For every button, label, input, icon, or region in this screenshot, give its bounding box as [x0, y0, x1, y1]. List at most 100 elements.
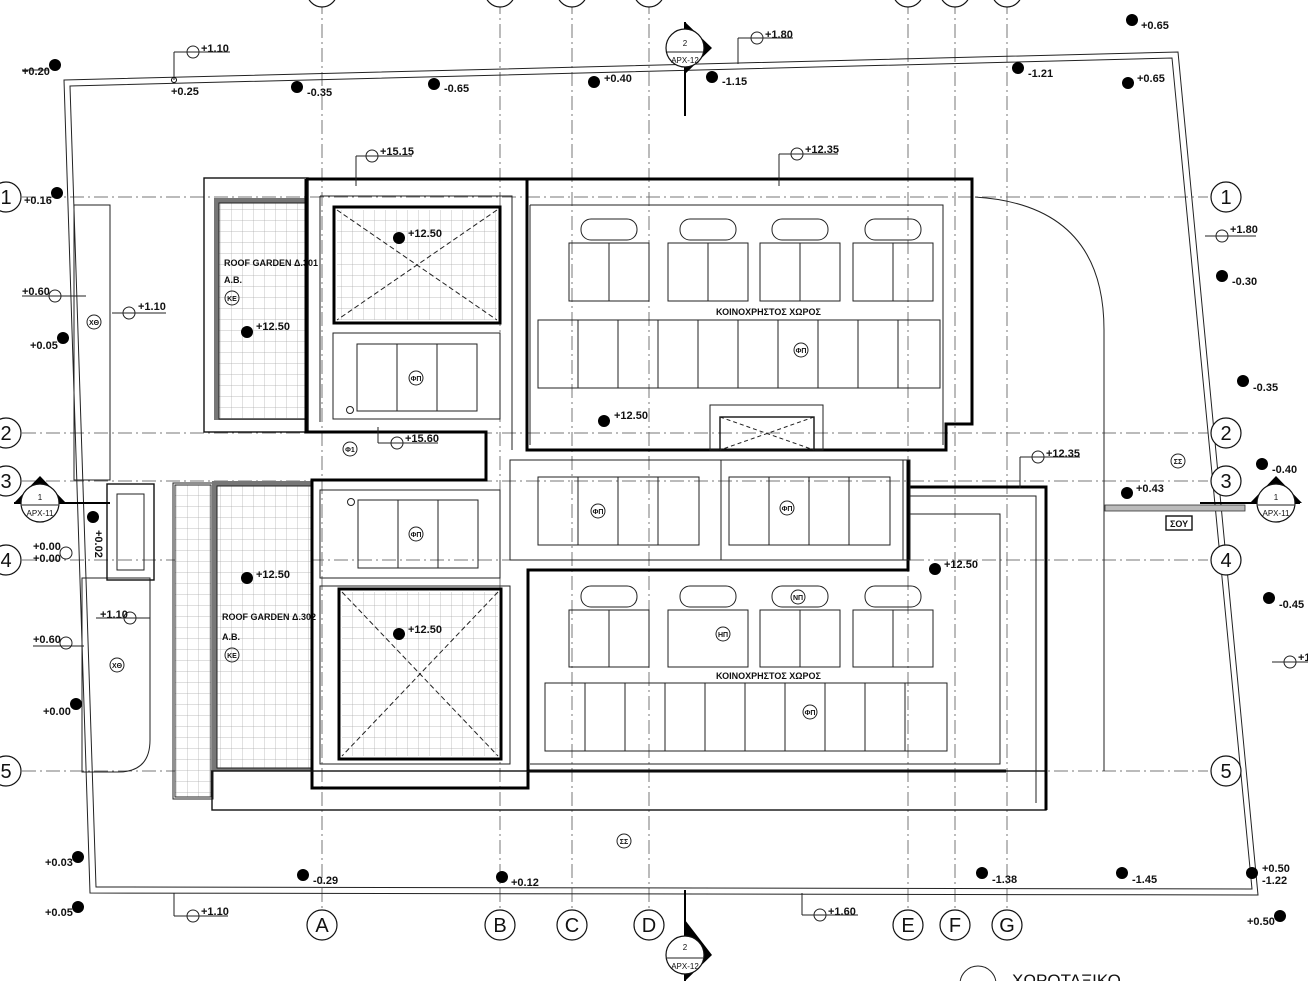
grid-row-3-left: 3 — [0, 471, 11, 493]
grid-row-4-left: 4 — [0, 550, 11, 572]
skylights — [332, 205, 503, 761]
ab-label-2: A.B. — [222, 632, 240, 642]
section-top-num: 2 — [683, 39, 688, 48]
level-l_045: -0.45 — [1279, 599, 1304, 611]
grid-row-1-right: 1 — [1220, 187, 1231, 209]
symbol-fp-3: ΦΠ — [411, 532, 422, 539]
grid-row-5-left: 5 — [0, 761, 11, 783]
roof-garden-301-label: ROOF GARDEN Δ.301 — [224, 258, 318, 268]
legend-label: ΧΩΡΟΤΑΞΙΚΟ — [1012, 971, 1121, 981]
level-l_020: +0.20 — [22, 66, 50, 78]
grid-col-g: G — [999, 915, 1015, 937]
grid-row-1-left: 1 — [0, 187, 11, 209]
section-left-num: 1 — [38, 493, 43, 502]
common-area-top-label: ΚΟΙΝΟΧΡΗΣΤΟΣ ΧΩΡΟΣ — [716, 307, 821, 317]
symbol-fp-2: ΦΠ — [796, 348, 807, 355]
symbol-ke-1: ΚΕ — [227, 296, 237, 303]
symbol-ss-1: ΣΣ — [620, 839, 628, 846]
grid-col-b: B — [493, 915, 506, 937]
grid-row-3-right: 3 — [1220, 471, 1231, 493]
level-l_1235b: +12.35 — [1046, 448, 1080, 460]
level-l_1r: +1 — [1298, 652, 1308, 664]
symbol-fi: Φ1 — [345, 447, 355, 454]
section-top-ref: ΑΡΧ-12 — [671, 56, 699, 65]
building-outline — [211, 177, 1048, 811]
level-l_065a: -0.65 — [444, 83, 469, 95]
symbol-fp-4: ΦΠ — [593, 509, 604, 516]
level-l_040b: -0.40 — [1272, 464, 1297, 476]
level-l_060b: +0.60 — [33, 634, 61, 646]
level-l_160: +1.60 — [828, 906, 856, 918]
grid-col-a: A — [315, 915, 329, 937]
section-left-ref: ΑΡΧ-11 — [27, 509, 55, 518]
level-l_016: +0.16 — [24, 195, 52, 207]
left-site-elements — [73, 196, 1246, 800]
level-l_1560: +15.60 — [405, 433, 439, 445]
level-l_1235a: +12.35 — [805, 144, 839, 156]
ab-label-1: A.B. — [224, 275, 242, 285]
level-l_005a: +0.05 — [30, 340, 58, 352]
level-l_180a: +1.80 — [765, 29, 793, 41]
section-right-ref: ΑΡΧ-11 — [1263, 509, 1291, 518]
section-right-num: 1 — [1274, 493, 1279, 502]
level-l_180b: +1.80 — [1230, 224, 1258, 236]
section-markers: 2 ΑΡΧ-12 2 ΑΡΧ-12 1 ΑΡΧ-11 1 ΑΡΧ-11 — [14, 22, 1302, 981]
grid-col-e: E — [901, 915, 914, 937]
level-markers: +0.20 +0.25 +1.10 -0.35 -0.65 +0.40 +1.8… — [22, 14, 1308, 928]
level-l_035b: -0.35 — [1253, 382, 1278, 394]
plot-boundary — [63, 51, 1259, 896]
symbol-np: ΝΠ — [793, 595, 803, 602]
solar-panels — [106, 218, 948, 752]
symbol-ss-2: ΣΣ — [1174, 459, 1182, 466]
level-l_035: -0.35 — [307, 87, 332, 99]
soy-label: ΣΟΥ — [1170, 519, 1188, 529]
level-l_110b: +1.10 — [138, 301, 166, 313]
roof-garden-302-label: ROOF GARDEN Δ.302 — [222, 612, 316, 622]
level-l_002: +0.02 — [92, 530, 104, 558]
grid-row-5-right: 5 — [1220, 761, 1231, 783]
grid-row-4-right: 4 — [1220, 550, 1231, 572]
level-l_1250c: +12.50 — [614, 410, 648, 422]
level-l_1250e: +12.50 — [944, 559, 978, 571]
level-l_003: +0.03 — [45, 857, 73, 869]
level-l_060a: +0.60 — [22, 286, 50, 298]
level-l_1250d: +12.50 — [256, 569, 290, 581]
section-bottom-ref: ΑΡΧ-12 — [671, 962, 699, 971]
level-l_005b: +0.05 — [45, 907, 73, 919]
level-l_030: -0.30 — [1232, 276, 1257, 288]
level-l_040: +0.40 — [604, 73, 632, 85]
level-l_000c: +0.00 — [43, 706, 71, 718]
level-l_121: -1.21 — [1028, 68, 1053, 80]
level-l_138: -1.38 — [992, 874, 1017, 886]
symbol-fp-1: ΦΠ — [411, 376, 422, 383]
level-l_1250b: +12.50 — [256, 321, 290, 333]
roof-garden-302: ROOF GARDEN Δ.302 A.B. — [212, 481, 316, 771]
common-area-bottom-label: ΚΟΙΝΟΧΡΗΣΤΟΣ ΧΩΡΟΣ — [716, 671, 821, 681]
level-l_110a: +1.10 — [201, 43, 229, 55]
section-bottom-num: 2 — [683, 943, 688, 952]
level-l_1250a: +12.50 — [408, 228, 442, 240]
level-l_043: +0.43 — [1136, 483, 1164, 495]
symbol-fp-5: ΦΠ — [782, 506, 793, 513]
symbol-fp-6: ΦΠ — [805, 710, 816, 717]
symbol-hp: ΗΠ — [718, 632, 728, 639]
grid-row-2-left: 2 — [0, 423, 11, 445]
grid-col-f: F — [949, 915, 961, 937]
roof-garden-301: ROOF GARDEN Δ.301 A.B. — [203, 177, 318, 433]
level-l_000a: +0.00 — [33, 541, 61, 553]
level-l_1250f: +12.50 — [408, 624, 442, 636]
level-l_025: +0.25 — [171, 86, 199, 98]
grid-bubbles: A B C D E F G 1 2 3 4 5 1 2 3 4 5 — [0, 0, 1242, 941]
level-l_050b: +0.50 — [1247, 916, 1275, 928]
level-l_012: +0.12 — [511, 877, 539, 889]
symbol-xo-2: ΧΘ — [112, 663, 123, 670]
room-labels: ΚΟΙΝΟΧΡΗΣΤΟΣ ΧΩΡΟΣ ΚΟΙΝΟΧΡΗΣΤΟΣ ΧΩΡΟΣ ΣΟ… — [716, 307, 1193, 981]
symbol-xo-1: ΧΘ — [89, 320, 100, 327]
level-l_050a: +0.50 — [1262, 863, 1290, 875]
level-l_1515: +15.15 — [380, 146, 414, 158]
grid-row-2-right: 2 — [1220, 423, 1231, 445]
level-l_110c: +1.10 — [100, 609, 128, 621]
grid-col-c: C — [565, 915, 579, 937]
grid-col-d: D — [642, 915, 656, 937]
